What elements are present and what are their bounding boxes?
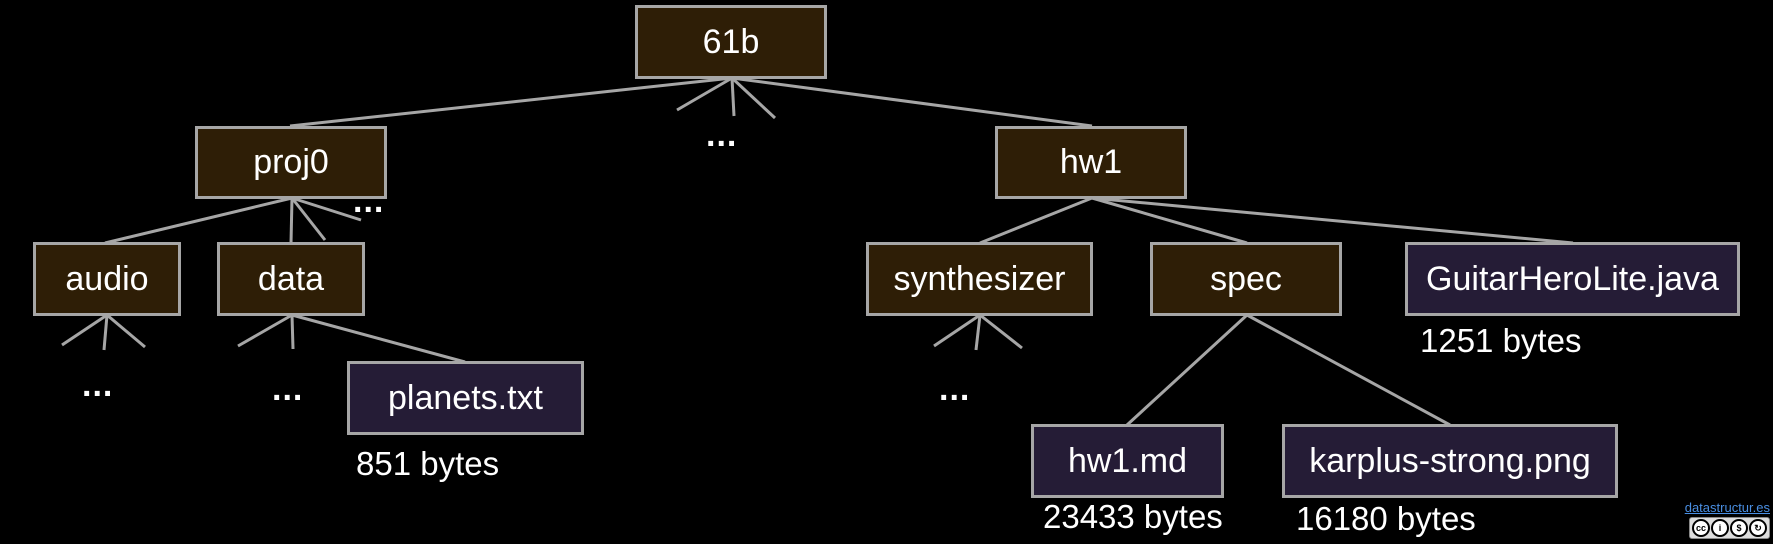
- size-planets: 851 bytes: [356, 445, 500, 482]
- credit-link[interactable]: datastructur.es: [1684, 500, 1770, 515]
- node-hw1: hw1: [995, 126, 1187, 199]
- edge-hw1-synth: [979, 196, 1093, 245]
- edge-hw1-spec: [1091, 196, 1248, 245]
- node-guitar: GuitarHeroLite.java: [1405, 242, 1740, 316]
- by-icon: i: [1711, 519, 1729, 537]
- node-audio: audio: [33, 242, 181, 316]
- ellipsis-audio: ...: [82, 366, 114, 404]
- edge-root-proj0: [289, 76, 733, 128]
- node-spec: spec: [1150, 242, 1342, 316]
- size-hw1md: 23433 bytes: [1043, 498, 1223, 535]
- ellipsis-root: ...: [706, 116, 738, 154]
- edge-proj0-stub2: [291, 196, 362, 222]
- edge-root-stub3: [730, 76, 777, 120]
- edge-data-stub2: [290, 314, 295, 350]
- credit: datastructur.es cc i $ ↻: [1674, 500, 1770, 539]
- cc-icon: cc: [1692, 519, 1710, 537]
- size-guitar: 1251 bytes: [1420, 322, 1582, 359]
- edge-root-stub1: [676, 76, 733, 112]
- node-proj0: proj0: [195, 126, 387, 199]
- edge-synth-stub1: [933, 313, 981, 348]
- edge-audio-stub3: [106, 313, 146, 349]
- node-hw1md: hw1.md: [1031, 424, 1224, 498]
- node-karplus: karplus-strong.png: [1282, 424, 1618, 498]
- edge-proj0-data: [289, 197, 294, 244]
- edge-spec-karplus: [1246, 313, 1451, 427]
- edge-data-stub1: [237, 313, 293, 348]
- cc-by-nc-sa-icon: cc i $ ↻: [1689, 517, 1770, 539]
- ellipsis-data: ...: [272, 370, 304, 408]
- edge-audio-stub1: [61, 313, 108, 347]
- node-data: data: [217, 242, 365, 316]
- size-karplus: 16180 bytes: [1296, 500, 1476, 537]
- edge-root-hw1: [731, 76, 1093, 128]
- edge-hw1-guitar: [1091, 196, 1574, 245]
- node-planets: planets.txt: [347, 361, 584, 435]
- ellipsis-synthesizer: ...: [939, 370, 971, 408]
- node-root: 61b: [635, 5, 827, 79]
- edge-audio-stub2: [102, 314, 109, 351]
- sa-icon: ↻: [1749, 519, 1767, 537]
- edge-synth-stub2: [974, 314, 982, 351]
- edge-spec-hw1md: [1125, 313, 1249, 427]
- edge-data-planets: [291, 313, 466, 364]
- edge-proj0-stub1: [290, 197, 327, 241]
- edge-proj0-audio: [104, 196, 293, 245]
- node-synthesizer: synthesizer: [866, 242, 1093, 316]
- edge-root-stub2: [730, 77, 736, 117]
- edge-synth-stub3: [979, 313, 1023, 350]
- nc-icon: $: [1730, 519, 1748, 537]
- ellipsis-proj0: ...: [353, 182, 385, 220]
